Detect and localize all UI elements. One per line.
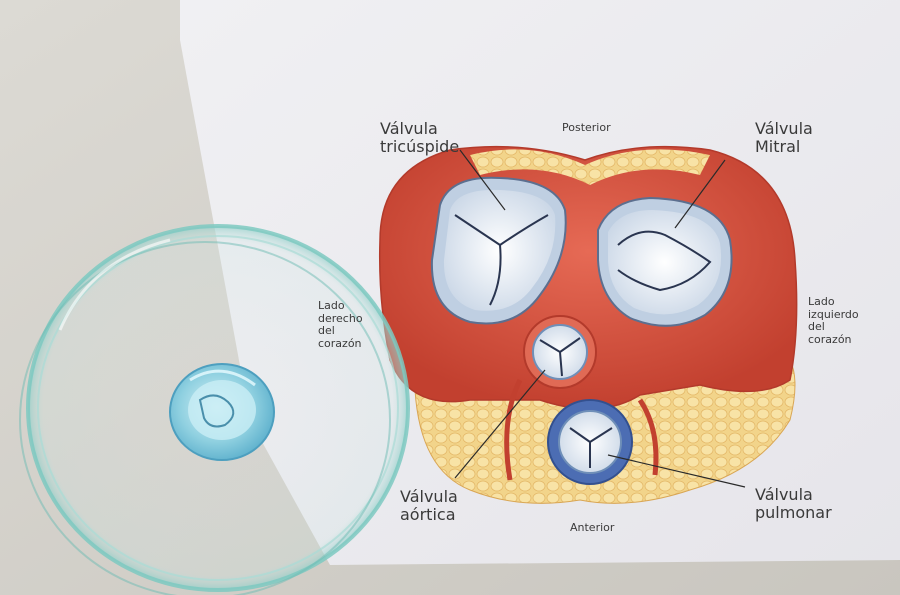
label-posterior: Posterior	[562, 121, 611, 134]
label-mitral-valve: Válvula Mitral	[755, 119, 813, 157]
leader-line	[459, 149, 506, 211]
coronary-artery	[504, 378, 523, 481]
atrioventricular-groove-fat	[470, 149, 710, 185]
tricuspid-valve	[430, 176, 567, 325]
label-pulmonary-valve: Válvula pulmonar	[755, 485, 832, 523]
leader-line	[674, 159, 726, 229]
pulmonary-valve	[547, 399, 633, 485]
label-anterior: Anterior	[570, 521, 615, 534]
label-aortic-valve: Válvula aórtica	[400, 487, 458, 525]
hydrogel-valve-sample	[169, 363, 275, 461]
label-tricuspid-valve: Válvula tricúspide	[380, 119, 460, 157]
label-left-side: Lado izquierdo del corazón	[808, 295, 859, 346]
mitral-valve	[597, 196, 733, 327]
label-right-side: Lado derecho del corazón	[318, 299, 363, 350]
aortic-valve	[523, 315, 597, 389]
coronary-artery	[637, 398, 659, 476]
leader-line	[607, 454, 746, 488]
leader-line	[454, 369, 546, 479]
heart-valves-diagram	[378, 145, 798, 504]
